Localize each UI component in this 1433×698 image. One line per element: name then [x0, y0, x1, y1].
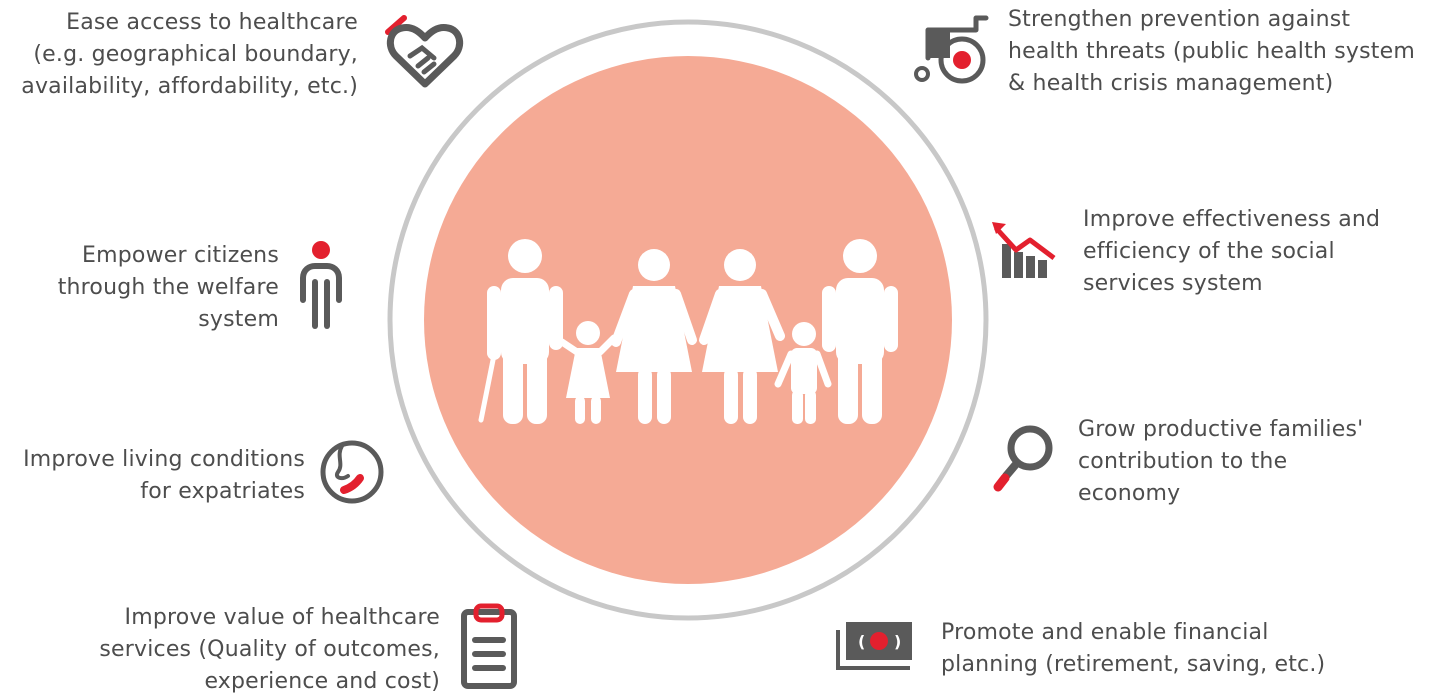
item-text-line: (e.g. geographical boundary,: [33, 42, 358, 67]
grandfather-figure: [478, 239, 563, 424]
item-text-line: Improve effectiveness and: [1083, 207, 1381, 232]
item-text-line: contribution to the: [1078, 449, 1288, 474]
item-empower-citizens: Empower citizens through the welfare sys…: [58, 240, 279, 336]
heart-handshake-icon: [385, 15, 464, 88]
item-text-line: Grow productive families': [1078, 417, 1364, 442]
item-financial-planning: Promote and enable financial planning (r…: [941, 617, 1325, 681]
person-icon: [300, 241, 342, 329]
item-social-services: Improve effectiveness and efficiency of …: [1083, 204, 1380, 300]
item-text-line: experience and cost): [204, 669, 440, 694]
item-healthcare-value: Improve value of healthcare services (Qu…: [99, 602, 440, 698]
declining-chart-icon: [992, 222, 1056, 278]
item-text-line: Improve living conditions: [23, 447, 305, 472]
item-text-line: Empower citizens: [82, 243, 279, 268]
boy-figure: [774, 322, 832, 424]
item-text-line: Strengthen prevention against: [1008, 7, 1351, 32]
item-healthcare-access: Ease access to healthcare (e.g. geograph…: [21, 7, 358, 103]
magnifier-icon: [993, 425, 1053, 492]
wheelchair-icon: [914, 15, 989, 84]
item-text-line: services (Quality of outcomes,: [99, 637, 440, 662]
woman-figure-left: [611, 249, 697, 424]
item-text-line: through the welfare: [57, 275, 279, 300]
svg-text:(: (: [858, 632, 865, 651]
outer-ring: [387, 19, 989, 621]
woman-figure-right: [699, 249, 785, 424]
item-text-line: services system: [1083, 271, 1263, 296]
girl-figure: [558, 321, 618, 424]
item-text-line: system: [198, 307, 279, 332]
item-text-line: availability, affordability, etc.): [21, 74, 358, 99]
item-text-line: Ease access to healthcare: [66, 10, 358, 35]
item-prevention: Strengthen prevention against health thr…: [1008, 4, 1415, 100]
globe-icon: [320, 440, 384, 504]
item-text-line: Improve value of healthcare: [124, 605, 440, 630]
item-text-line: for expatriates: [140, 479, 305, 504]
banknote-icon: ( ): [836, 622, 912, 670]
item-text-line: economy: [1078, 481, 1181, 506]
item-productive-families: Grow productive families' contribution t…: [1078, 414, 1363, 510]
item-living-conditions: Improve living conditions for expatriate…: [23, 444, 305, 508]
item-text-line: health threats (public health system: [1008, 39, 1416, 64]
item-text-line: efficiency of the social: [1083, 239, 1335, 264]
item-text-line: Promote and enable financial: [941, 620, 1269, 645]
man-figure: [822, 239, 898, 424]
svg-text:): ): [894, 632, 901, 651]
item-text-line: planning (retirement, saving, etc.): [941, 652, 1326, 677]
clipboard-icon: [461, 603, 517, 689]
item-text-line: & health crisis management): [1008, 71, 1334, 96]
family-group-illustration: [478, 239, 898, 424]
